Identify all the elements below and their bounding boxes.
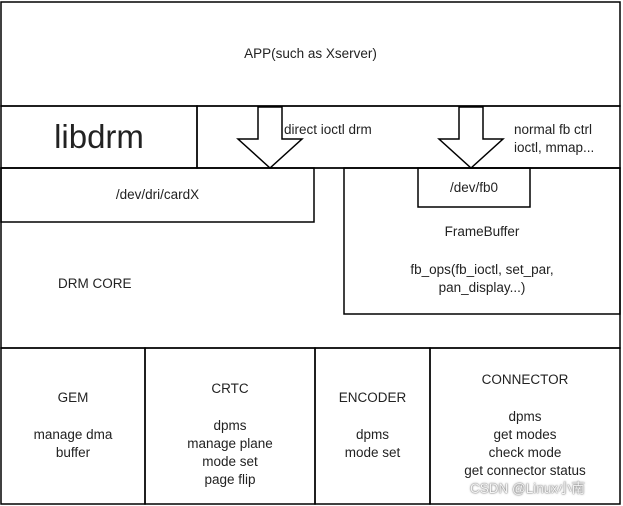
normal-fb-label: normal fb ctrl ioctl, mmap... [514, 122, 595, 155]
crtc-title: CRTC [211, 381, 249, 396]
connector-description: dpms get modes check mode get connector … [464, 409, 586, 478]
framebuffer-label: FrameBuffer [444, 224, 520, 239]
crtc-description: dpms manage plane mode set page flip [187, 418, 273, 487]
dev-fb-label: /dev/fb0 [449, 180, 499, 195]
direct-ioctl-arrow [236, 106, 304, 170]
fb-ops-label: fb_ops(fb_ioctl, set_par, pan_display...… [410, 262, 554, 295]
csdn-watermark: CSDN @Linux小南 [470, 481, 585, 496]
app-label: APP(such as Xserver) [244, 46, 377, 61]
dev-dri-label: /dev/dri/cardX [115, 187, 200, 202]
dev-dri-box [0, 167, 315, 223]
direct-ioctl-label: direct ioctl drm [284, 122, 372, 137]
normal-fb-arrow [437, 106, 505, 170]
libdrm-label: libdrm [54, 118, 144, 155]
gem-title: GEM [57, 390, 89, 405]
connector-box [429, 347, 621, 505]
gem-description: manage dma buffer [33, 427, 113, 460]
encoder-title: ENCODER [338, 390, 407, 405]
drm-core-label: DRM CORE [58, 276, 132, 291]
dev-fb-box [417, 167, 531, 208]
connector-title: CONNECTOR [481, 372, 569, 387]
encoder-description: dpms mode set [344, 427, 401, 460]
